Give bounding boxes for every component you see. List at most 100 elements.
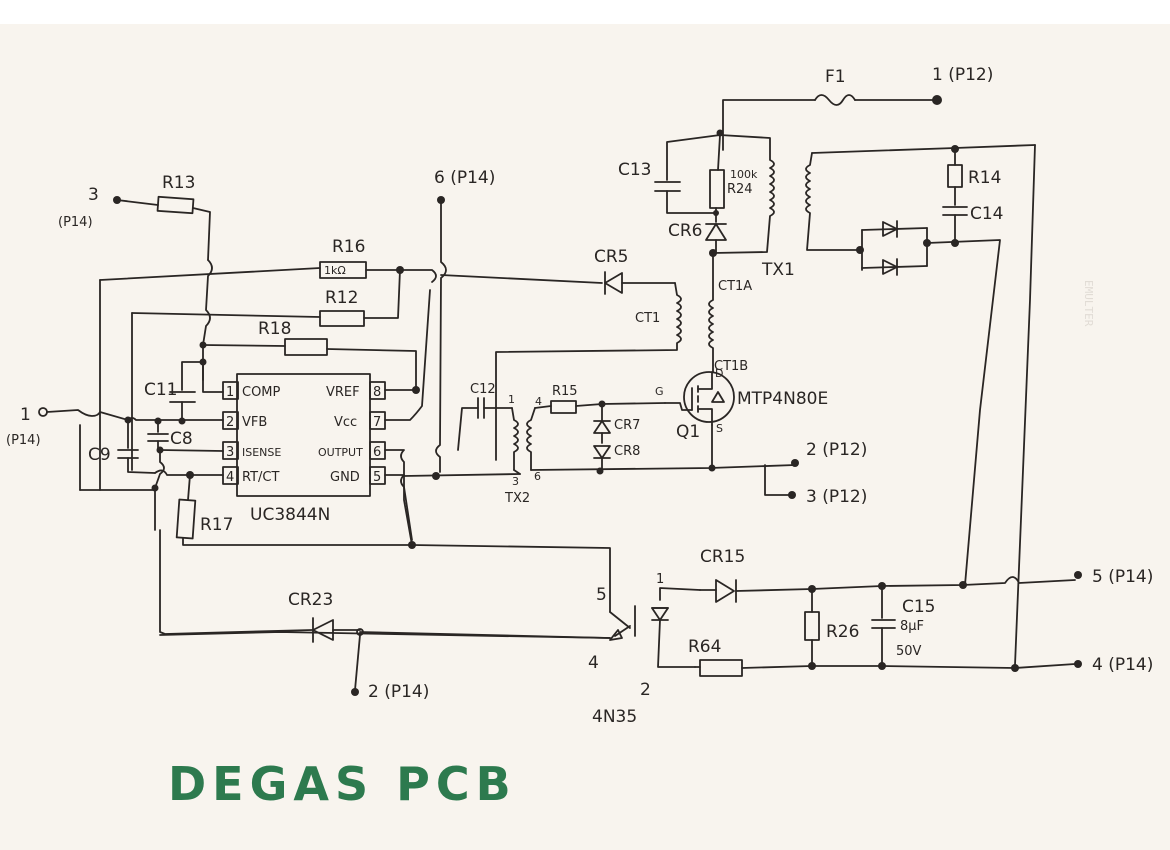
wire-gnd-right (384, 474, 413, 541)
diode-cr15: CR15 (699, 547, 813, 603)
tx2-pin-6: 6 (534, 470, 541, 483)
paper-bleedthrough: EMULTER (1082, 280, 1095, 327)
ic-pin-2-number: 2 (226, 415, 234, 430)
connector-p14-1-sub: (P14) (6, 433, 41, 448)
resistor-r18: R18 (202, 319, 417, 391)
q1-drain-pin: D (715, 367, 723, 380)
c15-label: C15 (902, 597, 936, 617)
c14-label: C14 (970, 204, 1004, 224)
connector-p14-2: 2 (P14) (351, 634, 429, 702)
tx1-label: TX1 (761, 260, 795, 280)
c9-label: C9 (88, 445, 111, 465)
mosfet-q1: G D S MTP4N80E Q1 (655, 367, 828, 469)
wire-p14-6 (435, 199, 447, 473)
capacitor-c9: C9 (88, 419, 156, 474)
ct1a-label: CT1A (718, 279, 752, 294)
page-title: DEGAS PCB (168, 757, 517, 811)
tx2-label: TX2 (504, 491, 530, 506)
r12-label: R12 (325, 288, 358, 308)
resistor-r15: R15 (534, 384, 666, 414)
q1-gate-pin: G (655, 385, 664, 398)
ic-pin-vcc-label: Vcc (334, 415, 357, 430)
resistor-r24: 100k R24 (709, 134, 758, 214)
diode-cr5: CR5 (440, 247, 676, 295)
wire-bridge-out (926, 239, 1001, 586)
resistor-r26: R26 (804, 588, 859, 667)
wire-r13-down (202, 259, 213, 381)
cr6-label: CR6 (668, 221, 703, 241)
ic-pin-gnd-label: GND (330, 470, 360, 485)
capacitor-c11: C11 (144, 361, 204, 421)
r16-value: 1kΩ (324, 264, 346, 277)
diode-cr23-symbol: CR23 (159, 529, 361, 643)
ic-part-number: UC3844N (250, 505, 330, 525)
ic-pin-output-label: OUTPUT (318, 446, 363, 459)
connector-p14-4: 4 (P14) (1074, 655, 1153, 675)
r26-label: R26 (826, 622, 859, 642)
ic-pin-rtct-label: RT/CT (242, 470, 279, 485)
ic-pin-4-number: 4 (226, 470, 234, 485)
cr23-label: CR23 (288, 590, 333, 610)
q1-label: Q1 (676, 422, 700, 442)
wire-source-bus (530, 464, 796, 471)
capacitor-c14: C14 (942, 204, 1004, 244)
fuse-f1: F1 (722, 67, 936, 151)
tx2-pin-3: 3 (512, 475, 519, 488)
capacitor-c15: C15 8µF 50V (871, 585, 936, 667)
connector-p14-2-label: 2 (P14) (368, 682, 429, 702)
connector-p14-4-label: 4 (P14) (1092, 655, 1153, 675)
cr8-label: CR8 (614, 444, 640, 459)
connector-p14-5-label: 5 (P14) (1092, 567, 1153, 587)
svg-text:EMULTER: EMULTER (1082, 280, 1095, 327)
diode-bridge (856, 220, 928, 276)
connector-p14-1: 1 (P14) (6, 405, 48, 448)
q1-part-label: MTP4N80E (737, 389, 828, 409)
r16-label: R16 (332, 237, 365, 257)
connector-p12-1: 1 (P12) (932, 65, 993, 105)
resistor-r17: R17 (175, 474, 413, 546)
wire-tx2-gnd (513, 469, 521, 475)
wire-right-return (1014, 144, 1036, 666)
ic-pin-3-number: 3 (226, 445, 234, 460)
wire-c8-down (154, 449, 165, 531)
c13-label: C13 (618, 160, 652, 180)
ic-pin-comp-label: COMP (242, 385, 281, 400)
c12-label: C12 (470, 382, 496, 397)
ic-uc3844n: 1 2 3 4 8 7 6 5 COMP VFB ISENSE RT/CT VR… (222, 373, 386, 525)
wire-comp (202, 361, 224, 393)
connector-p14-6: 6 (P14) (434, 168, 495, 204)
ic-pin-5-number: 5 (373, 470, 381, 485)
opto-label: 4N35 (592, 707, 637, 727)
connector-p12-1-label: 1 (P12) (932, 65, 993, 85)
capacitor-c12: C12 (457, 382, 513, 451)
r15-label: R15 (552, 384, 578, 399)
r64-label: R64 (688, 637, 721, 657)
opto-pin-5: 5 (596, 585, 607, 605)
c11-label: C11 (144, 380, 178, 400)
c8-label: C8 (170, 429, 193, 449)
cr5-label: CR5 (594, 247, 629, 267)
connector-p12-2-label: 2 (P12) (806, 440, 867, 460)
resistor-r13: R13 (116, 173, 211, 261)
tx2-pin-1: 1 (508, 393, 515, 406)
optocoupler-4n35: 5 4 1 2 4N35 (159, 572, 701, 727)
connector-p12-3: 3 (P12) (764, 464, 867, 507)
connector-p14-1-label: 1 (20, 405, 31, 425)
ic-pin-1-number: 1 (226, 385, 234, 400)
resistor-r12: R12 (131, 269, 401, 327)
wire-to-opto-collector (411, 544, 611, 613)
q1-source-pin: S (716, 422, 723, 435)
connector-p12-2: 2 (P12) (791, 440, 867, 467)
ic-pin-vref-label: VREF (326, 385, 360, 400)
r24-label: R24 (727, 182, 753, 197)
paper-background (0, 24, 1170, 850)
connector-p14-3: 3 (P14) (58, 185, 121, 230)
opto-pin-2: 2 (640, 680, 651, 700)
c15-value: 8µF (900, 619, 924, 634)
transformer-ct1-primary: CT1A CT1B (708, 252, 752, 374)
resistor-r16: 1kΩ R16 (99, 237, 401, 281)
diode-cr8: CR8 (593, 444, 640, 471)
capacitor-c8: C8 (147, 420, 193, 451)
transformer-tx1: TX1 (712, 134, 1036, 280)
